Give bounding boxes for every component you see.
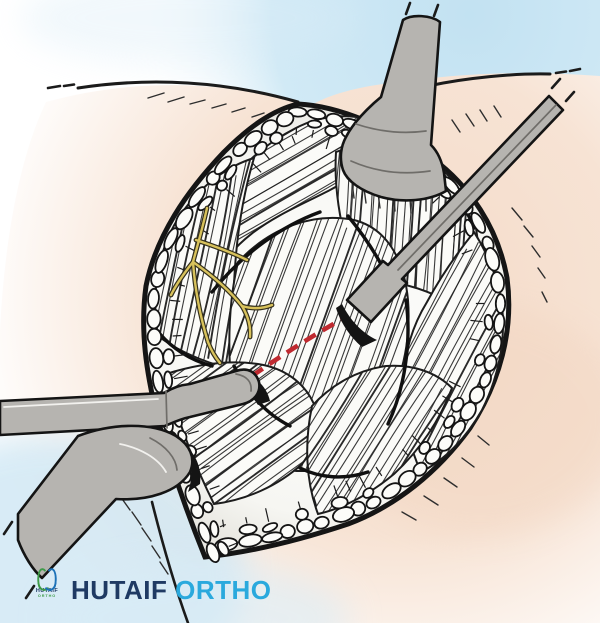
retractor-top-body (339, 14, 448, 202)
retractors (0, 1, 576, 600)
nerve-core (169, 206, 274, 365)
skin-hatching-bottom-right (401, 435, 490, 521)
retractor-top-handle-dashes (404, 1, 440, 18)
body-contour-right-dashes (554, 67, 582, 75)
retractor-left-tip-lip (235, 373, 252, 392)
skin-hatching-right (511, 207, 548, 303)
retractor-lower-left-body (16, 424, 194, 580)
subcutaneous-fat-lobules (146, 106, 507, 564)
retractor-upper-right (336, 77, 576, 347)
brand-logo: HUTAIF ORTHO (30, 567, 64, 599)
retractor-left-step (165, 390, 168, 429)
wordmark-secondary: ORTHO (175, 575, 272, 605)
planned-incision-dashed-line (250, 315, 346, 378)
retractor-top-blade-crease (355, 123, 427, 134)
blue-tint-bottom (50, 563, 350, 623)
retractor-left (0, 368, 270, 437)
brand-emblem-icon: HUTAIF ORTHO (30, 567, 64, 599)
sky-haze (20, 0, 360, 66)
incision-tail-line (150, 500, 190, 623)
retractor-left-shaft-highlight (3, 398, 159, 408)
wordmark-primary: HUTAIF (71, 575, 168, 605)
retractor-right-shaft-line (397, 104, 557, 271)
retractor-lower-left (2, 424, 201, 600)
skin-hatching-top-left (147, 92, 265, 118)
skin-hatching-bottom-left (119, 495, 169, 575)
retractor-top-shadow-hatch (351, 181, 427, 214)
body-contour-left-dashes (46, 83, 76, 90)
emblem-subtext: ORTHO (37, 594, 57, 598)
body-contour-left (76, 80, 300, 104)
brand-wordmark: HUTAIF ORTHO (71, 577, 272, 604)
retractor-top (339, 1, 448, 214)
body-contour-right (426, 72, 552, 88)
retractor-lower-left-handle-dashes (2, 520, 36, 600)
nerve-branches (168, 205, 275, 366)
retractor-lower-left-lip (149, 437, 178, 471)
skin-hatching-upper-right (451, 105, 502, 133)
emblem-text: HUTAIF (35, 588, 59, 594)
retractor-right-tip-shadow (336, 304, 377, 347)
retractor-top-blade-lip (350, 160, 431, 174)
retractor-left-body (0, 368, 261, 437)
retractor-right-body (345, 94, 565, 324)
retractor-lower-left-highlight (119, 443, 167, 473)
emblem-leaf-icon (30, 567, 64, 592)
retractor-right-handle-dashes (550, 77, 576, 103)
